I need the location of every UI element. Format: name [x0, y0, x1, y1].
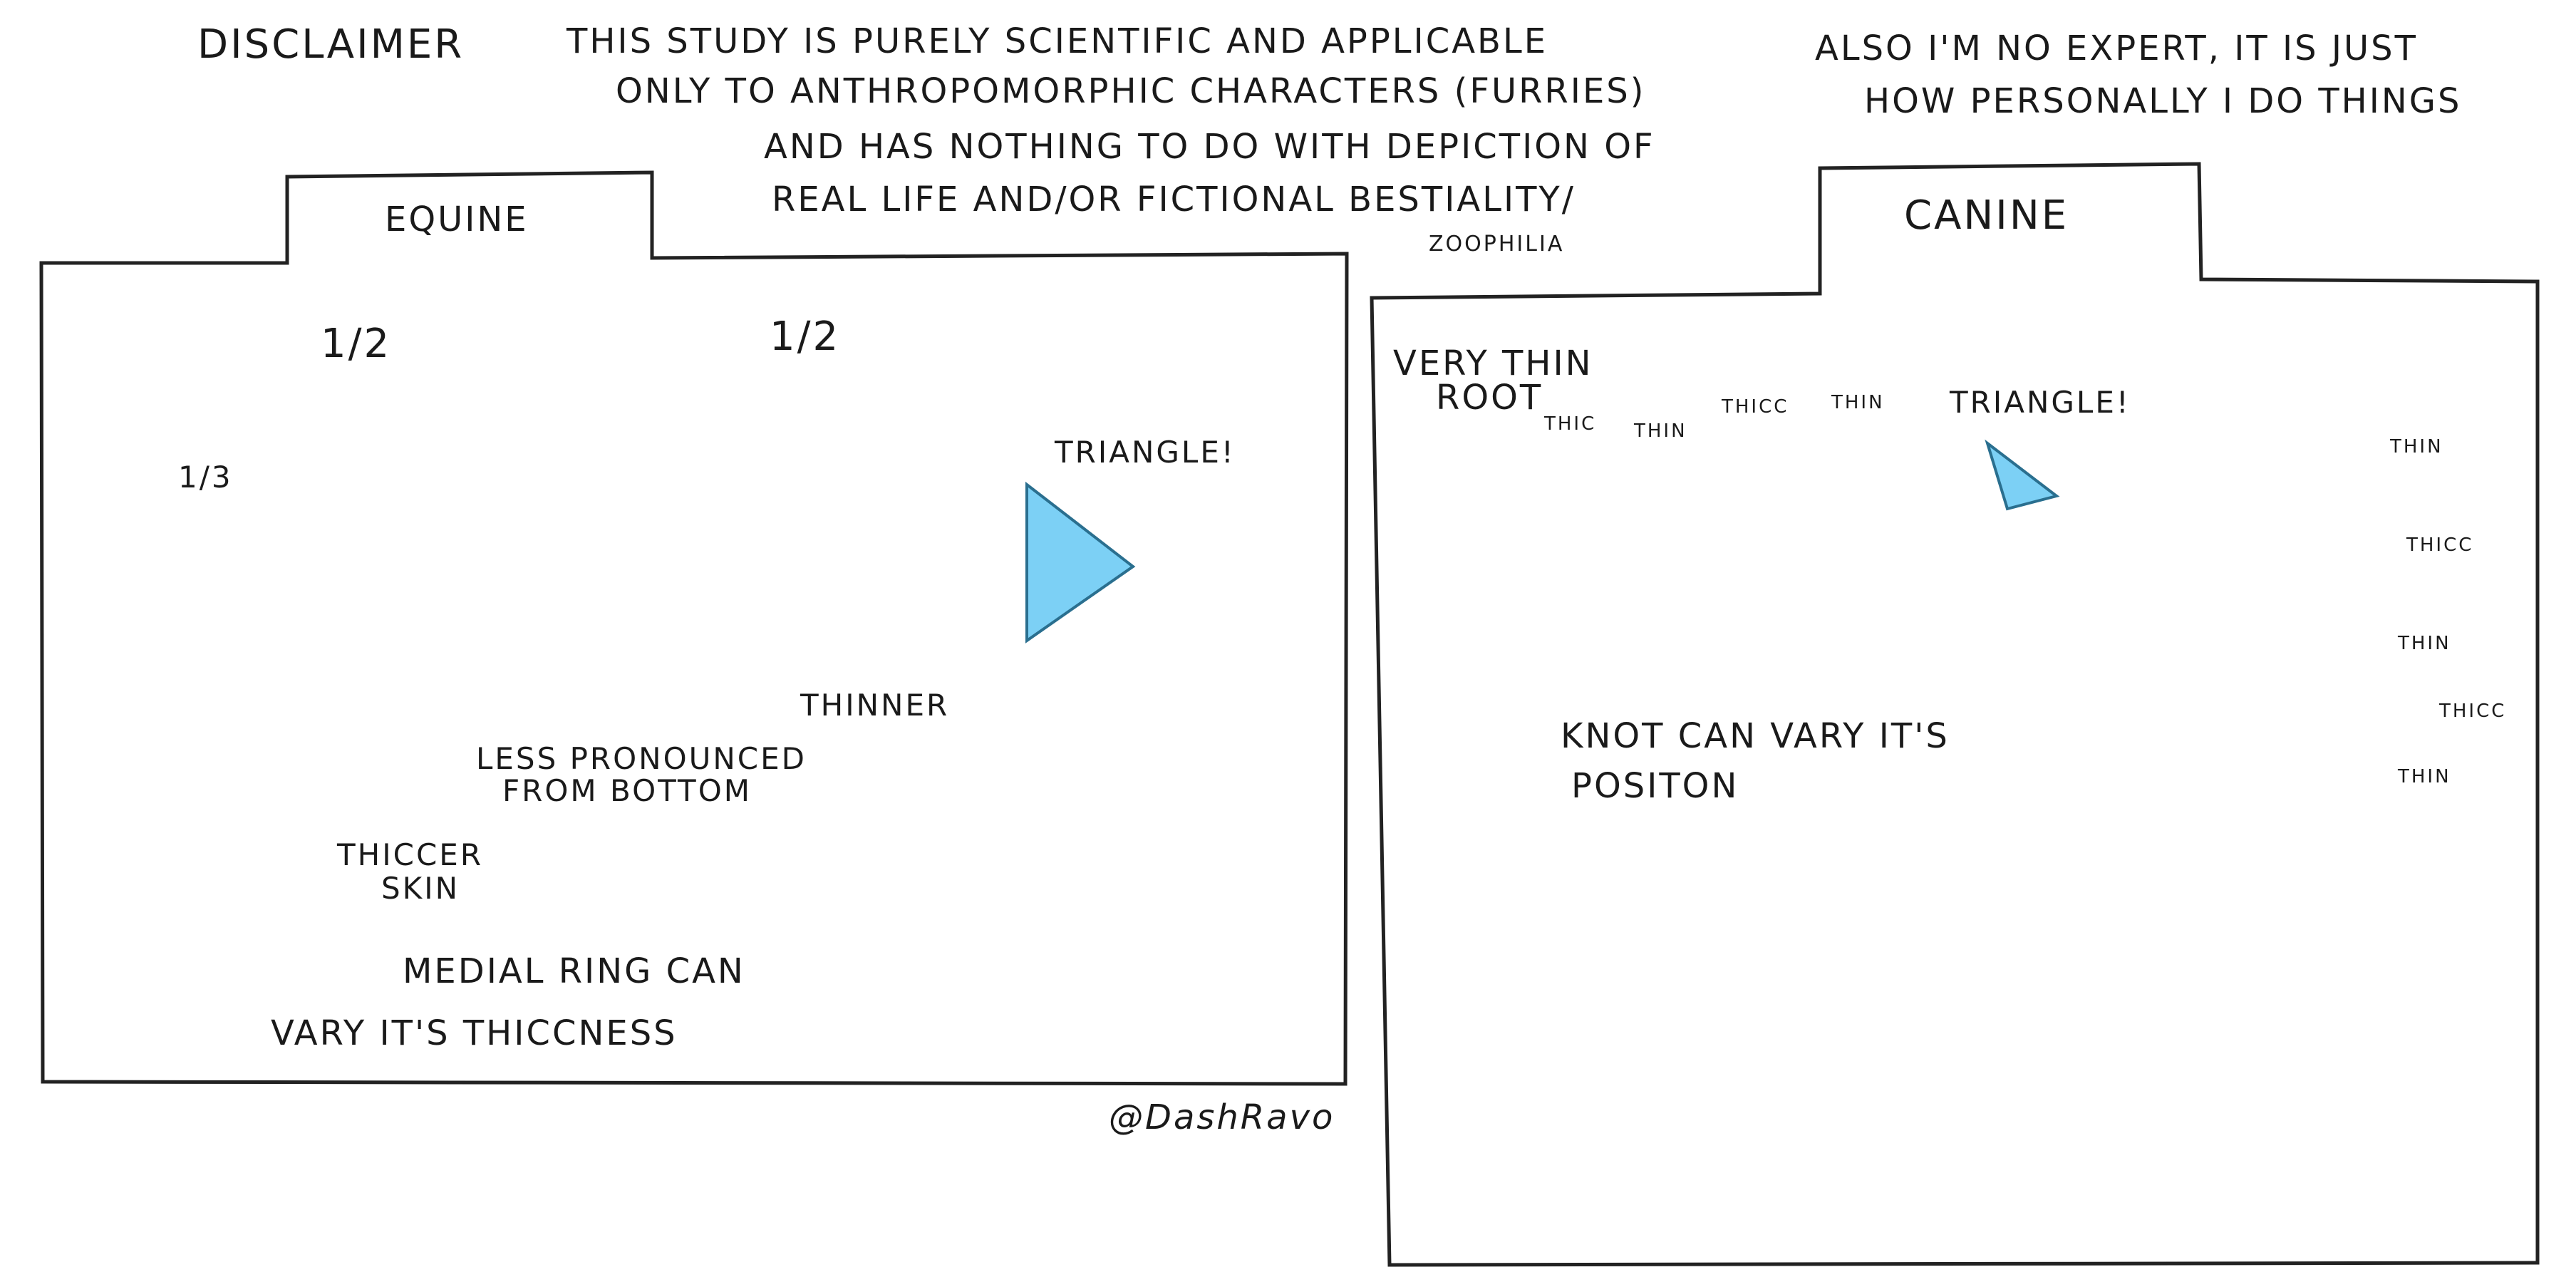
disclaimer-line: and has nothing to do with depiction of: [764, 127, 1655, 167]
equine-triangle-shape: [1025, 481, 1136, 644]
disclaimer-line: This study is purely scientific and appl…: [567, 21, 1548, 61]
label-third: 1/3: [178, 460, 233, 495]
label-half: 1/2: [770, 314, 841, 360]
label-triangle: Triangle!: [1055, 435, 1236, 470]
canine-triangle-shape: [1985, 439, 2060, 511]
label-thinner: Thinner: [800, 688, 950, 723]
disclaimer-label: Disclaimer: [197, 21, 465, 68]
label-thin: thin: [1831, 392, 1885, 413]
label-half: 1/2: [321, 321, 392, 367]
canine-tab: Canine: [1904, 192, 2069, 239]
label-thin: thin: [1634, 420, 1687, 442]
label-side: thin: [2398, 633, 2451, 654]
label-side: thin: [2398, 766, 2451, 787]
canine-frame: [1370, 162, 2540, 1267]
label-thiccer: Thiccer: [337, 837, 483, 872]
disclaimer-line: only to anthropomorphic characters (furr…: [616, 71, 1646, 111]
label-knot: positon: [1571, 766, 1739, 806]
signature: @DashRavo: [1109, 1097, 1335, 1137]
label-thiccer: skin: [381, 871, 460, 906]
label-side: thicc: [2439, 701, 2507, 722]
label-less-pronounced: Less pronounced: [476, 741, 807, 776]
label-medial-ring: vary it's thiccness: [271, 1013, 678, 1053]
equine-frame: [39, 170, 1349, 1086]
disclaimer-line: real life and/or fictional bestiality/: [772, 180, 1576, 219]
label-side: thicc: [2406, 534, 2474, 556]
note-line: how personally I do things: [1864, 81, 2462, 121]
label-knot: Knot can vary it's: [1561, 716, 1950, 756]
label-side: thin: [2390, 436, 2443, 458]
label-medial-ring: Medial ring can: [403, 951, 745, 991]
label-less-pronounced: from bottom: [502, 773, 752, 808]
label-thic: thic: [1544, 413, 1597, 435]
note-line: Also I'm no expert, it is just: [1815, 29, 2418, 68]
label-triangle: Triangle!: [1950, 385, 2131, 420]
label-root: Very thin: [1393, 343, 1593, 383]
disclaimer-line: zoophilia: [1429, 232, 1565, 257]
equine-tab: Equine: [385, 200, 529, 239]
label-thicc: thicc: [1722, 396, 1789, 418]
label-root: root: [1436, 378, 1543, 418]
